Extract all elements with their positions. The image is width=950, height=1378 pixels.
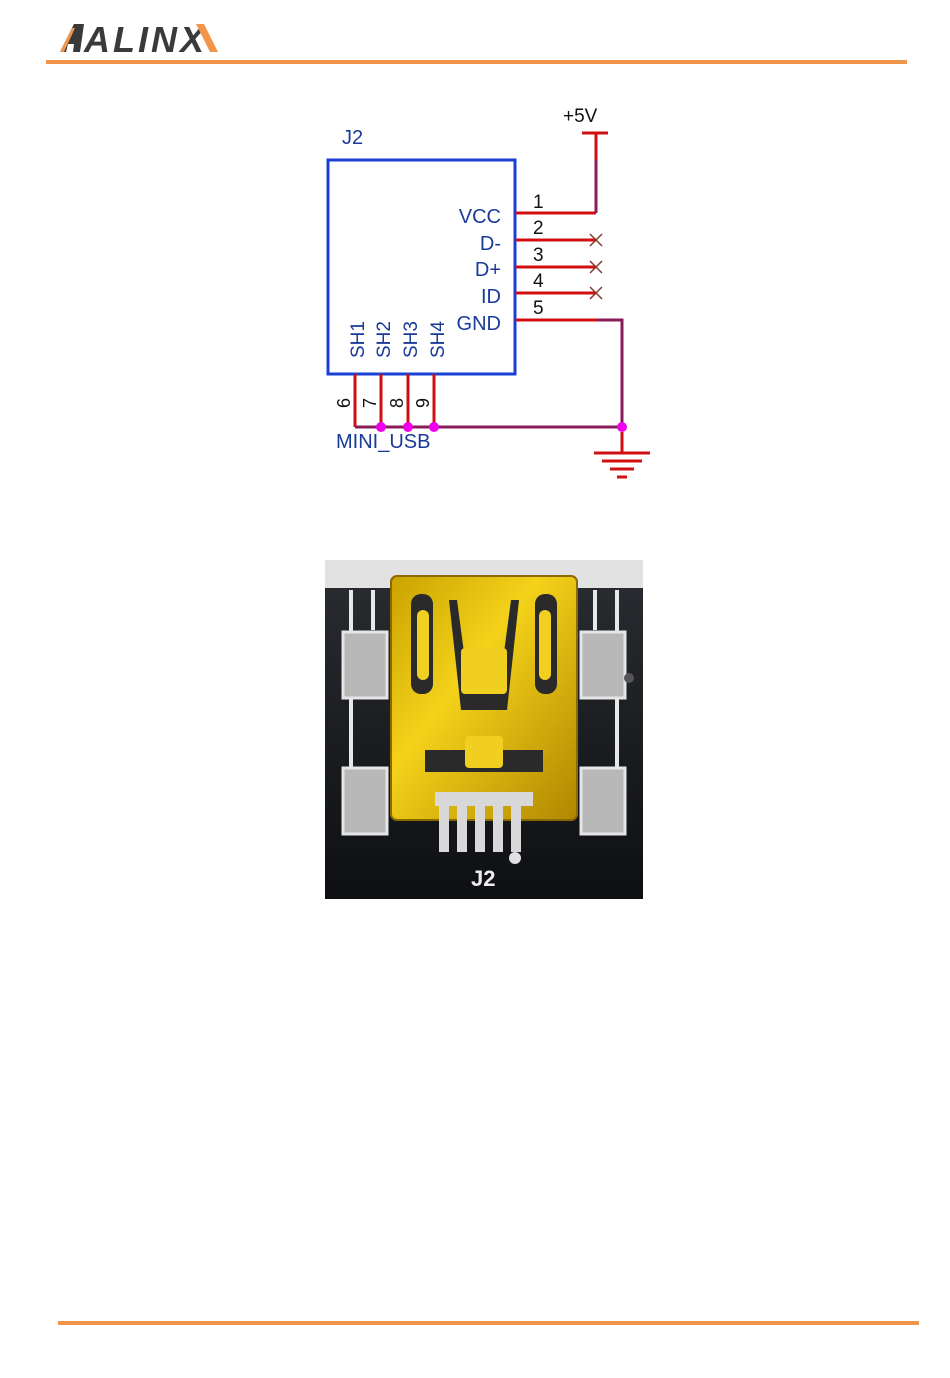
alinx-logo: ALINX	[58, 16, 228, 60]
junction-dot	[429, 422, 439, 432]
ref-label: J2	[342, 127, 363, 149]
pin-number: 5	[533, 298, 544, 319]
silkscreen-label: J2	[471, 866, 495, 891]
shield-pin-name: SH4	[428, 321, 449, 358]
pin-number: 1	[533, 192, 544, 213]
pin-name: GND	[457, 313, 501, 335]
header-rule	[46, 60, 907, 64]
pin-name: D+	[475, 259, 501, 281]
ground-icon	[594, 432, 650, 477]
shield-pin-name: SH2	[374, 321, 395, 358]
footer-rule	[58, 1321, 919, 1325]
pin-name: ID	[481, 286, 501, 308]
junction-dot	[617, 422, 627, 432]
shield-pin-number: 6	[334, 398, 354, 408]
power-label: +5V	[563, 106, 598, 127]
part-label: MINI_USB	[336, 431, 430, 453]
mini-usb-schematic: J2 +5V 1 VCC 2 D- 3 D+	[320, 100, 660, 490]
pin-name: VCC	[459, 206, 501, 228]
pin-number: 2	[533, 218, 544, 239]
shield-pin-number: 9	[413, 398, 433, 408]
shield-pin-number: 8	[387, 398, 407, 408]
shield-pin-name: SH3	[401, 321, 422, 358]
logo-text: ALINX	[83, 19, 207, 60]
shield-pin-number: 7	[360, 398, 380, 408]
shield-pin-name: SH1	[348, 321, 369, 358]
pin-number: 3	[533, 245, 544, 266]
pin-number: 4	[533, 271, 544, 292]
pin-name: D-	[480, 233, 501, 255]
mini-usb-connector-photo: J2	[325, 560, 643, 899]
